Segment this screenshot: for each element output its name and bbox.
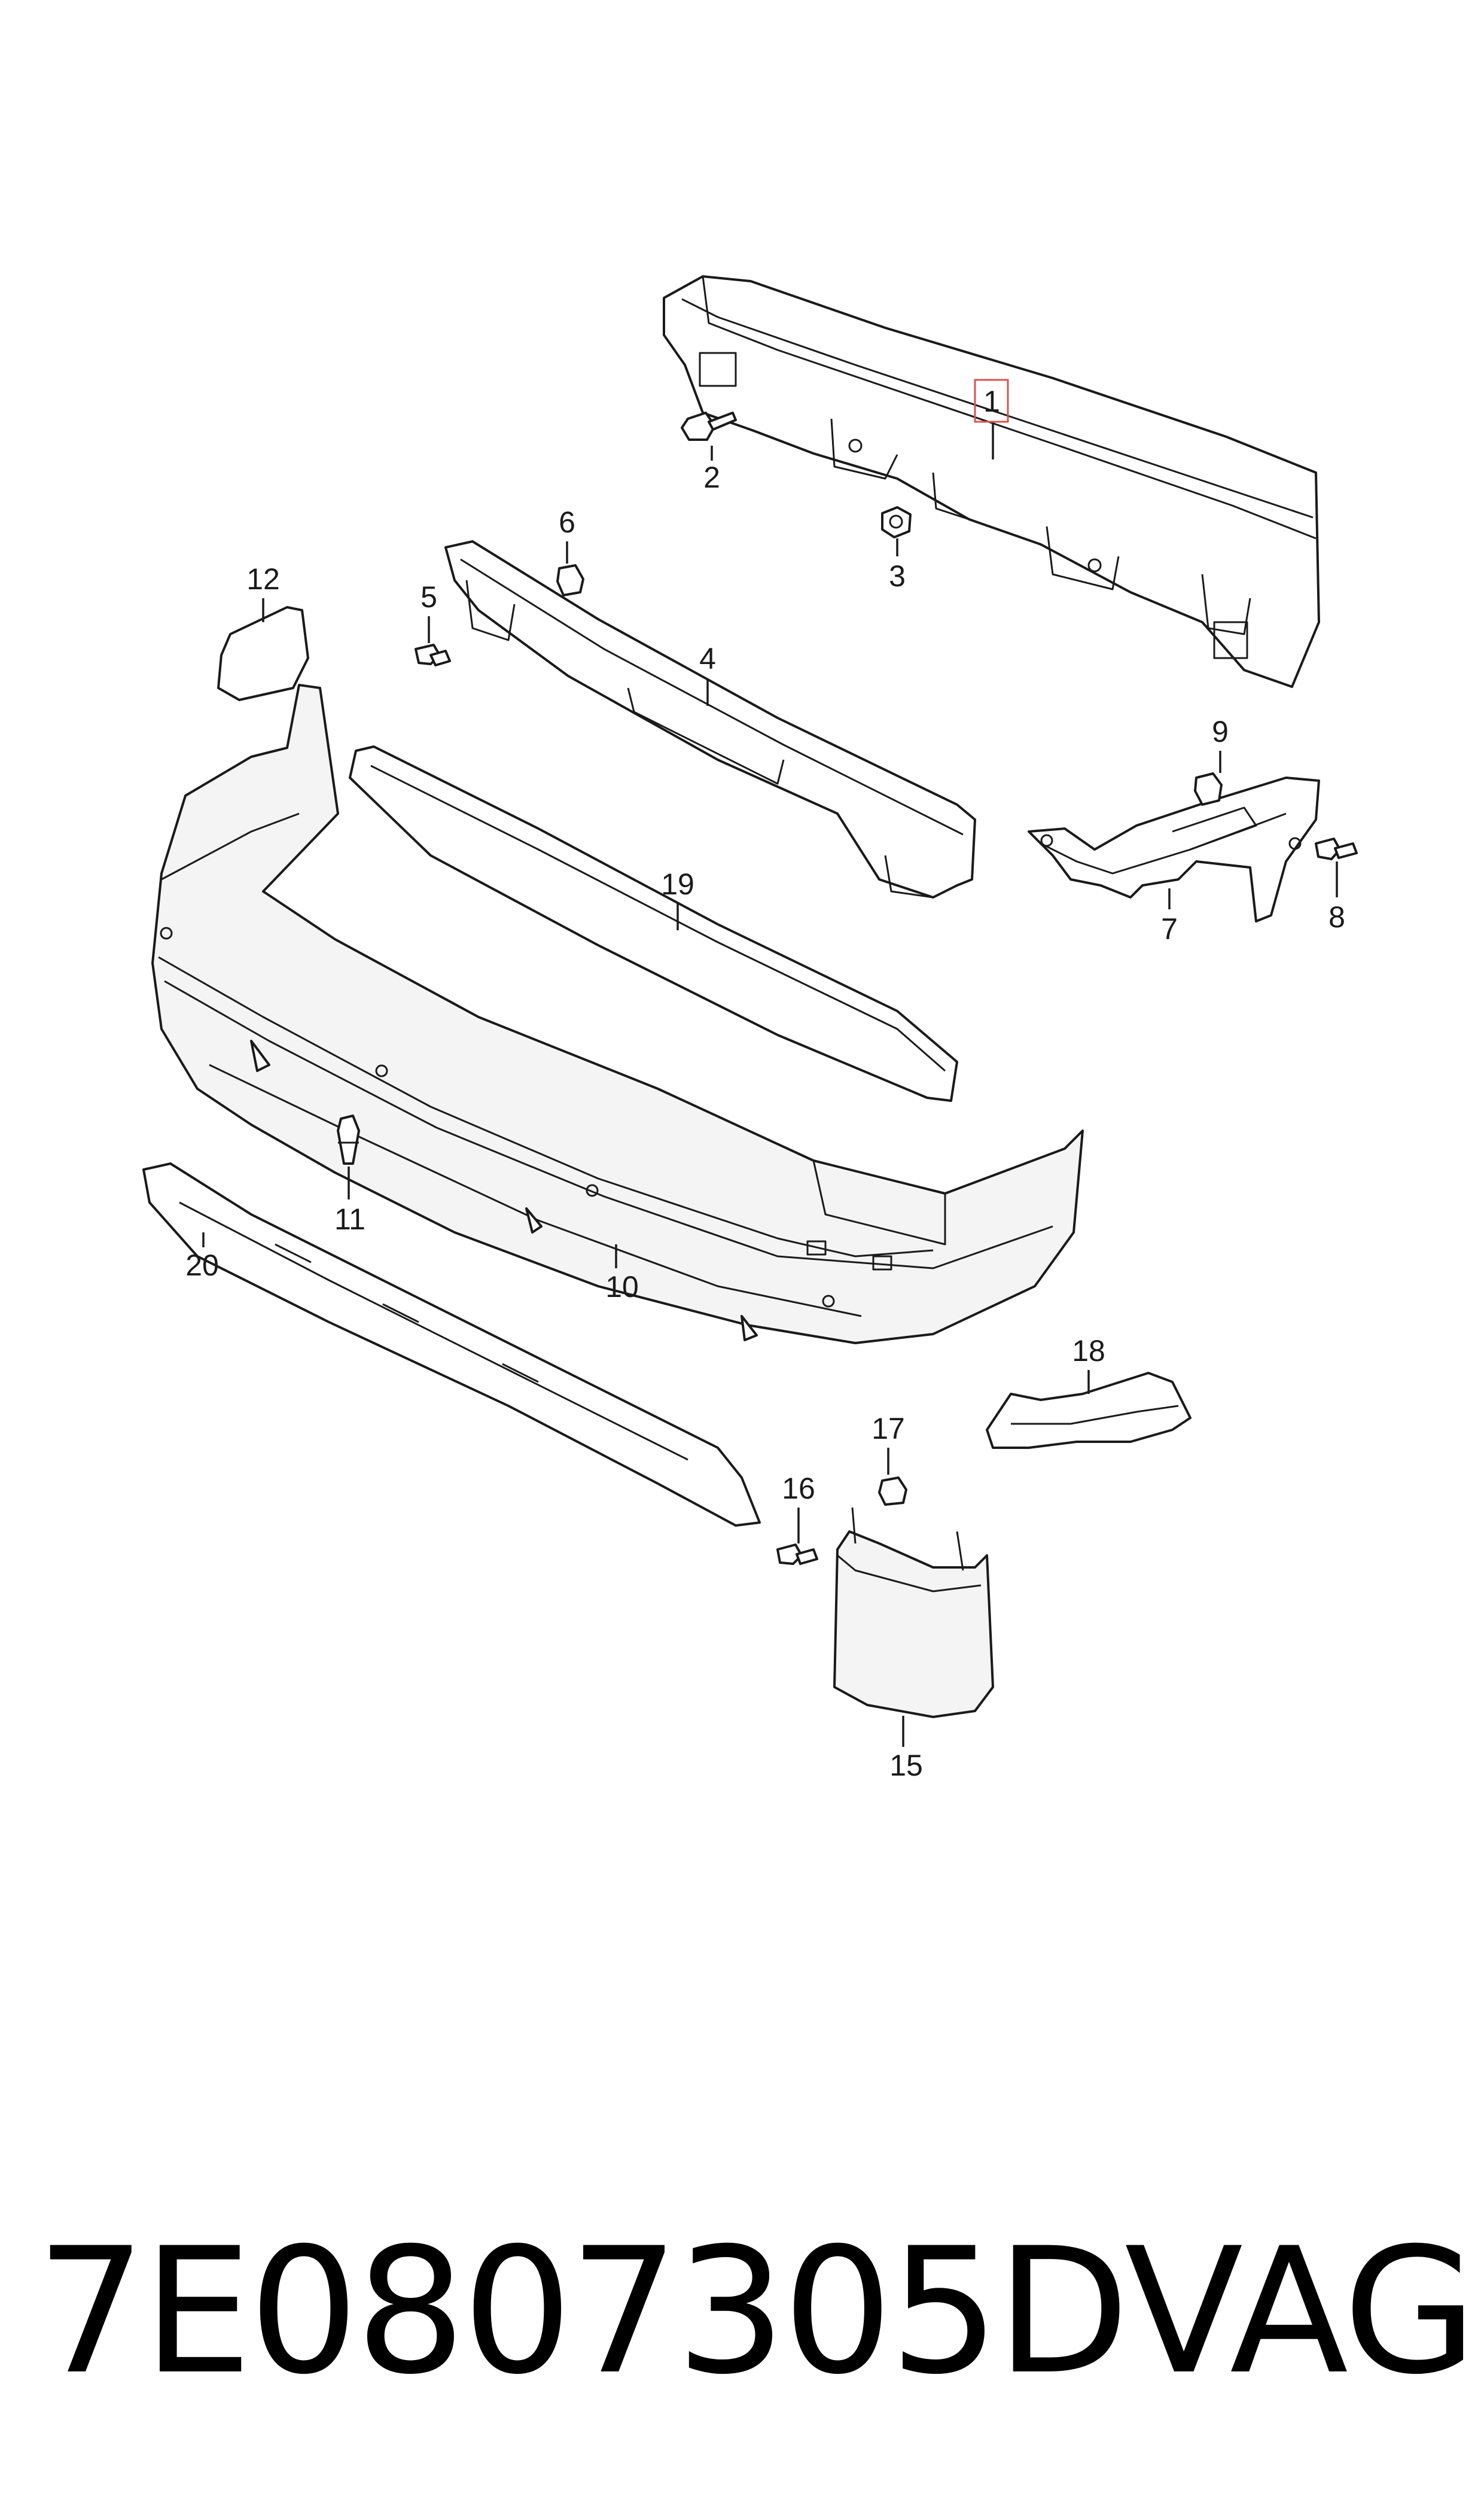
callout-20[interactable]: 20 bbox=[185, 1249, 219, 1282]
callout-12[interactable]: 12 bbox=[246, 562, 280, 596]
callout-1-highlight bbox=[974, 379, 1009, 423]
part-8-screw bbox=[1315, 838, 1358, 860]
callout-19[interactable]: 19 bbox=[661, 867, 694, 901]
part-20-lower-trim bbox=[142, 1162, 761, 1527]
part-4-absorber bbox=[444, 540, 976, 899]
callout-11[interactable]: 11 bbox=[334, 1202, 365, 1236]
part-9-expanding-nut bbox=[1194, 772, 1223, 806]
callout-5[interactable]: 5 bbox=[420, 580, 437, 614]
callout-4[interactable]: 4 bbox=[699, 642, 716, 675]
callout-2[interactable]: 2 bbox=[703, 461, 720, 494]
leader-lines bbox=[202, 422, 1338, 1747]
callout-1[interactable]: 1 bbox=[983, 385, 1000, 418]
part-number-caption: 7E0807305D bbox=[36, 2211, 1130, 2413]
part-5-clip bbox=[415, 644, 451, 666]
callout-8[interactable]: 8 bbox=[1328, 900, 1345, 934]
callout-3[interactable]: 3 bbox=[889, 559, 906, 593]
callout-18[interactable]: 18 bbox=[1072, 1334, 1105, 1368]
part-16-screw bbox=[776, 1543, 818, 1565]
part-18-corner-bracket bbox=[986, 1372, 1192, 1449]
part-19-protective-strip bbox=[349, 745, 958, 1102]
exploded-parts-diagram: 1 2 3 4 5 6 7 8 9 10 11 12 15 16 17 18 1… bbox=[142, 275, 1358, 1782]
brand-caption: VAG bbox=[1125, 2211, 1477, 2413]
callout-7[interactable]: 7 bbox=[1161, 912, 1178, 946]
part-3-nut bbox=[881, 506, 912, 538]
callout-16[interactable]: 16 bbox=[782, 1472, 815, 1505]
part-1-reinforcement-beam bbox=[663, 275, 1320, 688]
part-7-guide-bracket bbox=[1028, 777, 1320, 922]
callout-6[interactable]: 6 bbox=[559, 506, 575, 539]
callout-10[interactable]: 10 bbox=[605, 1270, 639, 1304]
callout-15[interactable]: 15 bbox=[889, 1749, 923, 1782]
part-17-expanding-nut bbox=[878, 1476, 907, 1506]
part-10-bumper-cover bbox=[151, 684, 1084, 1344]
callout-labels: 1 2 3 4 5 6 7 8 9 10 11 12 15 16 17 18 1… bbox=[185, 385, 1345, 1782]
part-11-clip bbox=[337, 1115, 360, 1165]
callout-9[interactable]: 9 bbox=[1212, 715, 1229, 748]
part-12-cover-cap bbox=[217, 606, 309, 701]
part-6-expanding-nut bbox=[556, 564, 584, 596]
callout-17[interactable]: 17 bbox=[871, 1412, 905, 1445]
part-2-bolt bbox=[681, 412, 737, 441]
part-15-side-panel bbox=[833, 1507, 994, 1718]
